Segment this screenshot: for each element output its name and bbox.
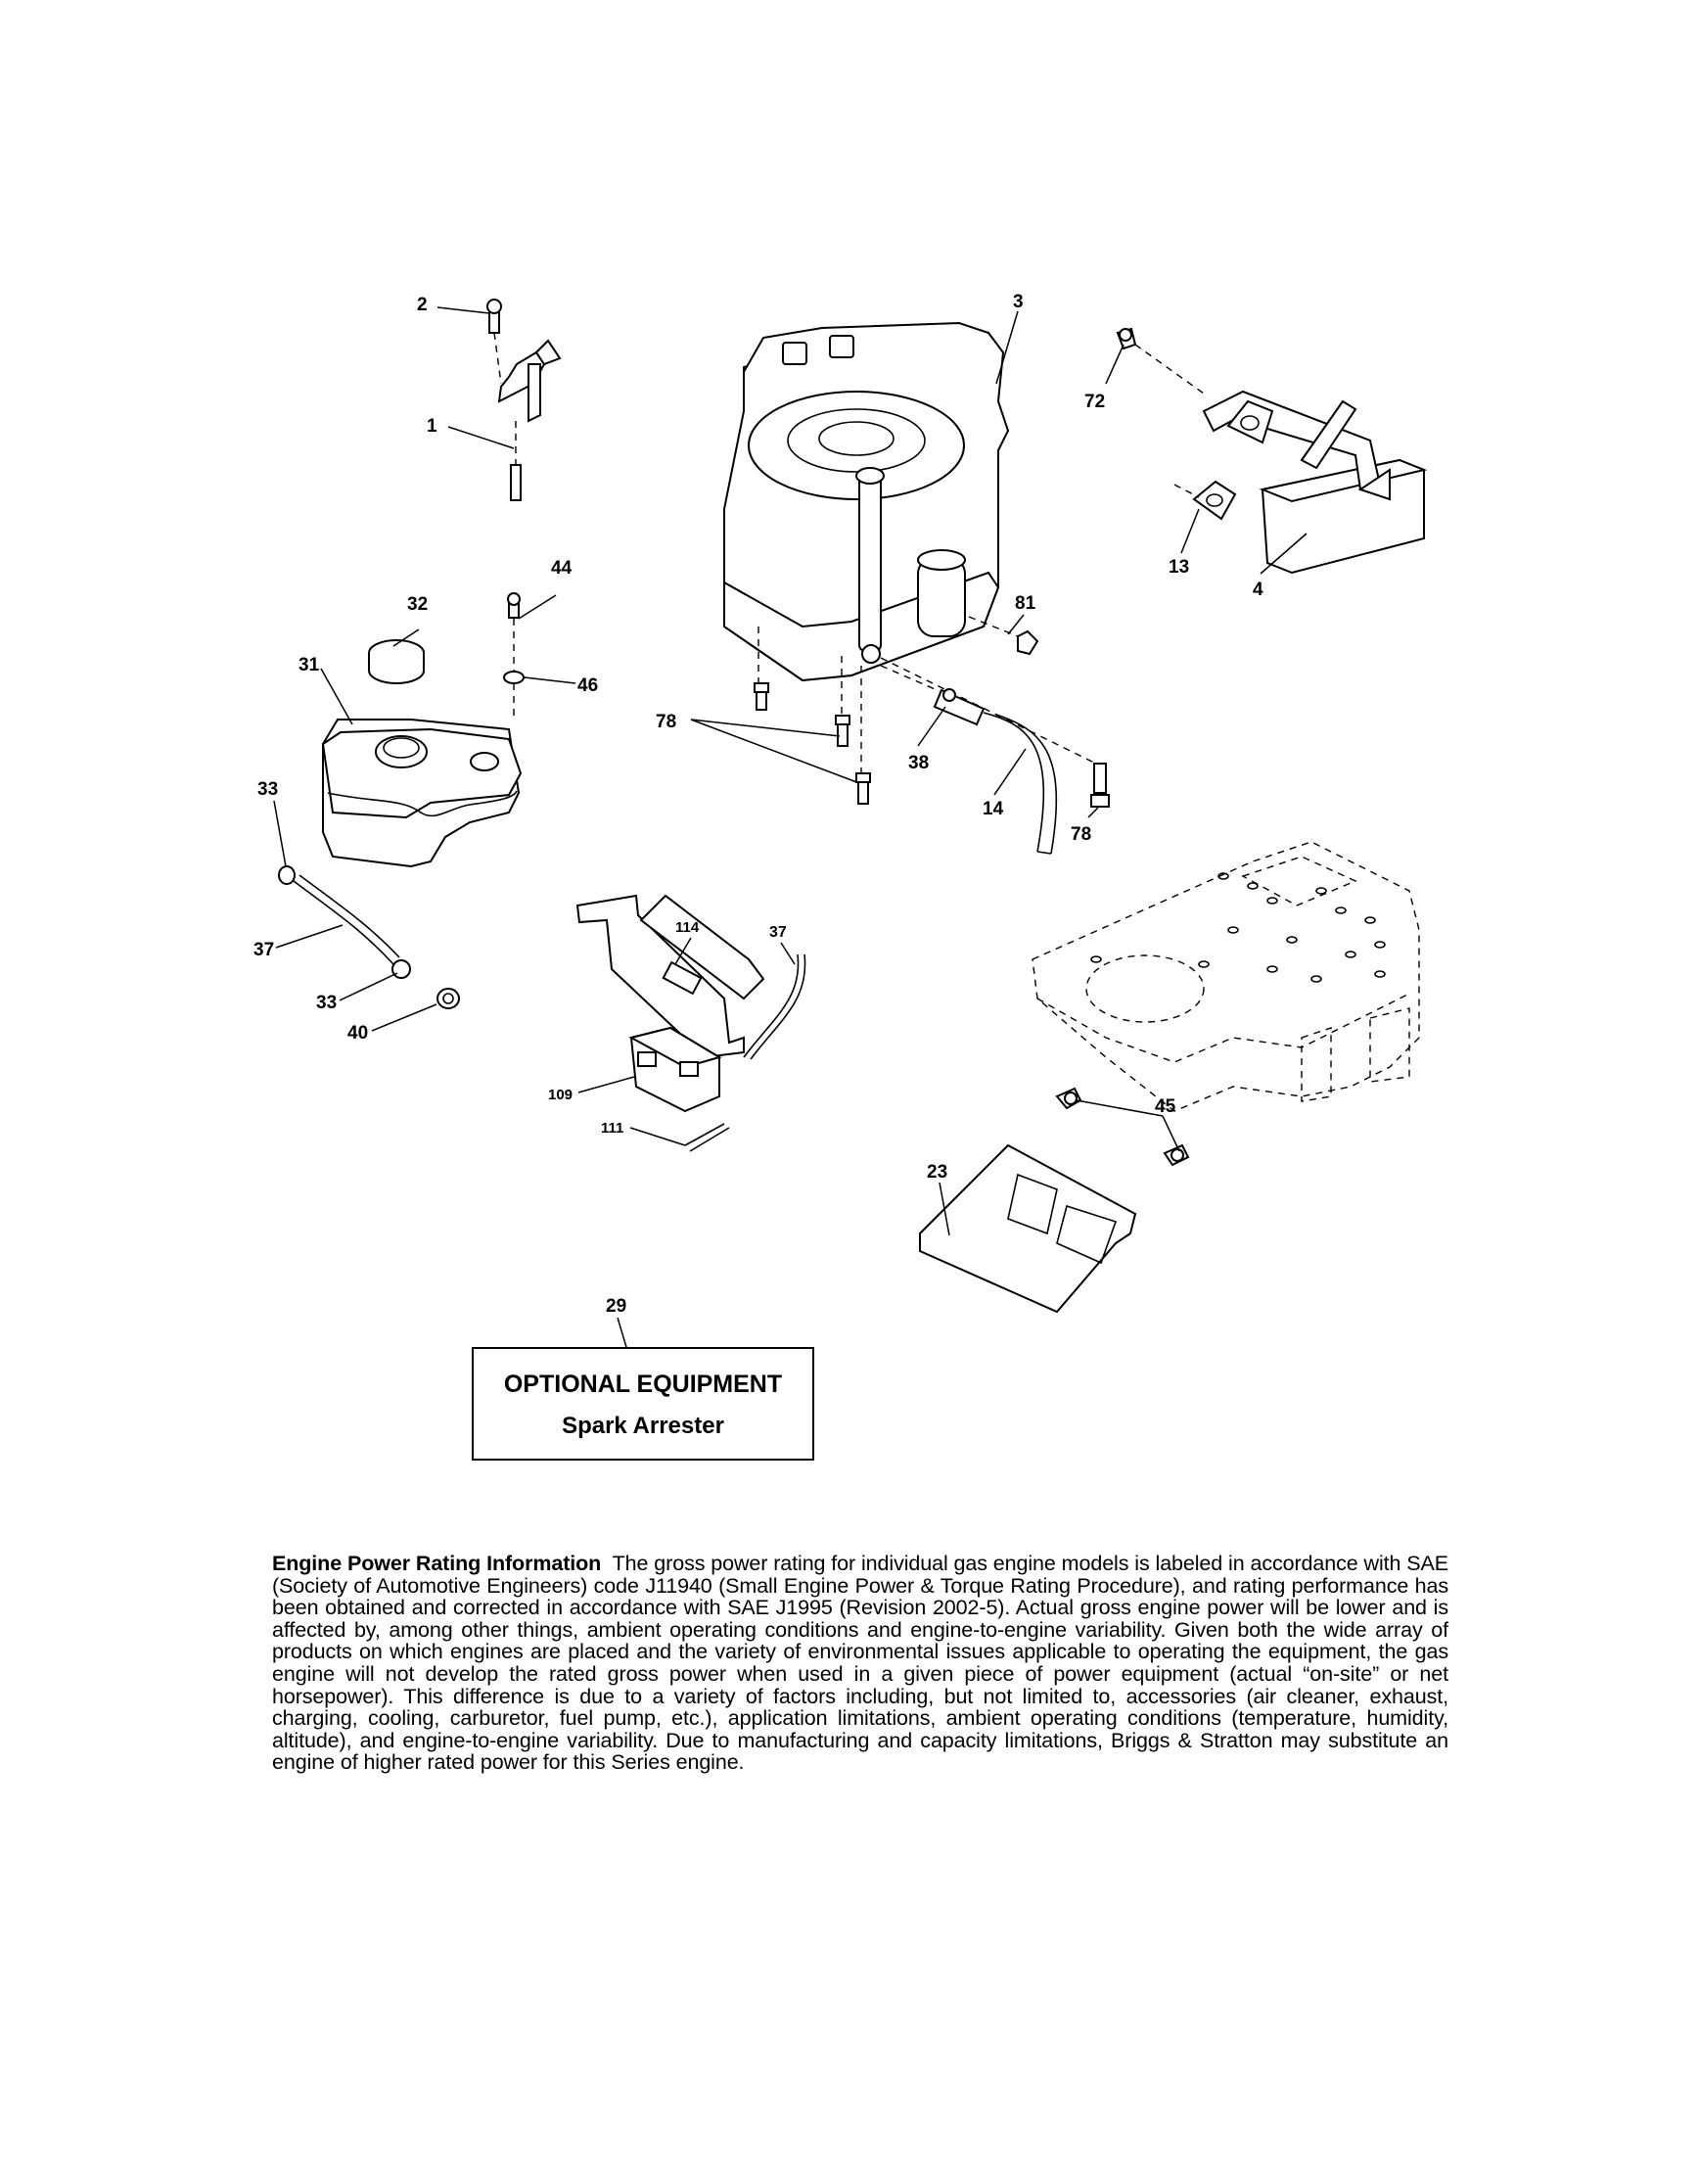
engine-power-rating-info: Engine Power Rating Information The gros…: [272, 1553, 1448, 1774]
heat-shield-assembly: [919, 1087, 1190, 1314]
callout-45: 45: [1155, 1096, 1176, 1117]
engine-fasteners: [754, 616, 1110, 855]
optional-equipment-title: OPTIONAL EQUIPMENT: [503, 1371, 783, 1398]
callout-44: 44: [551, 558, 573, 579]
callout-3: 3: [1013, 292, 1024, 312]
callout-78: 78: [656, 712, 676, 732]
callout-37: 37: [253, 940, 274, 960]
fuel-line-assembly: [278, 865, 460, 1009]
callout-33: 33: [257, 779, 278, 800]
throttle-control-assembly: [486, 299, 562, 501]
optional-equipment-item: Spark Arrester: [562, 1413, 724, 1439]
callout-1: 1: [427, 416, 437, 437]
fuel-tank-assembly: [321, 592, 525, 868]
battery-assembly: [575, 894, 806, 1152]
optional-equipment-box: OPTIONAL EQUIPMENT Spark Arrester: [472, 1347, 814, 1461]
callout-114: 114: [675, 919, 700, 936]
muffler-assembly: [1116, 327, 1428, 575]
callout-23: 23: [927, 1162, 947, 1183]
engine: [723, 321, 1010, 682]
engine-info-body: The gross power rating for individual ga…: [272, 1552, 1448, 1775]
callout-40: 40: [347, 1023, 368, 1044]
callout-37: 37: [769, 924, 787, 941]
callout-109: 109: [548, 1087, 573, 1103]
leader-lines: [273, 306, 1308, 1348]
callout-29: 29: [606, 1296, 626, 1317]
callout-111: 111: [601, 1120, 623, 1137]
callout-31: 31: [298, 655, 320, 675]
callout-81: 81: [1015, 593, 1036, 614]
callout-2: 2: [417, 295, 428, 315]
callout-13: 13: [1169, 557, 1189, 578]
callout-14: 14: [983, 799, 1004, 819]
callout-38: 38: [908, 753, 929, 773]
callout-labels: 2 1 3 72 13 4 81 32 44 46 31 33 37 33 40…: [253, 292, 1263, 1317]
callout-33: 33: [316, 993, 337, 1013]
callout-32: 32: [407, 594, 428, 615]
engine-info-heading: Engine Power Rating Information: [272, 1552, 602, 1575]
callout-72: 72: [1084, 392, 1105, 412]
callout-78: 78: [1071, 824, 1091, 845]
callout-4: 4: [1253, 580, 1263, 600]
tractor-frame: [1032, 841, 1420, 1112]
callout-46: 46: [577, 675, 598, 696]
exploded-parts-diagram: 2 1 3 72 13 4 81 32 44 46 31 33 37 33 40…: [253, 292, 1428, 1348]
